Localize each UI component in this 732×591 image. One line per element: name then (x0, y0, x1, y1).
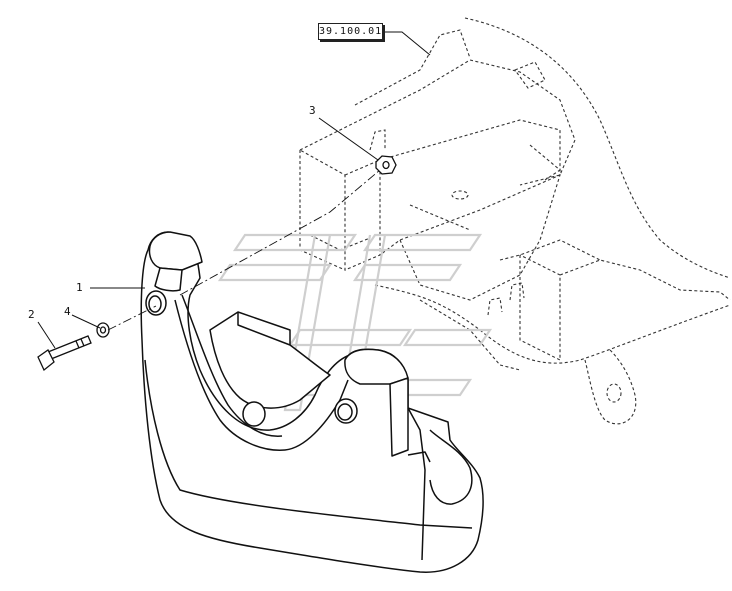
center-bolt-hole (242, 401, 266, 427)
leader-4 (71, 314, 101, 329)
frame-ear-1 (369, 129, 386, 151)
frame-right-block-side (559, 259, 731, 301)
bolt-part (37, 335, 92, 372)
frame-ear-2 (487, 297, 503, 316)
frame-upper-rail (299, 59, 576, 186)
frame-ear-3 (509, 282, 525, 301)
leader-3 (318, 117, 379, 161)
body-right-pad (429, 429, 473, 505)
bolt-thread-2 (80, 338, 85, 347)
frame-hanger-ear (584, 349, 637, 425)
saddle-inner-curve (174, 299, 349, 451)
frame-outer-edge (464, 17, 731, 279)
left-lug-front (154, 267, 183, 292)
reference-label-box: 39.100.01 (318, 23, 383, 40)
counterweight-body (140, 231, 484, 573)
saddle-inner-curve-2 (181, 294, 283, 437)
counterweight-casting (140, 231, 484, 573)
bolt-head (37, 349, 55, 372)
frame-left-block-inner (309, 234, 371, 251)
callout-4: 4 (64, 305, 71, 318)
body-front-face (407, 407, 426, 561)
callout-2: 2 (28, 308, 35, 321)
frame-diagonal-1 (529, 144, 561, 181)
washer-inner (99, 326, 107, 334)
left-bolt-hole-inner (148, 295, 162, 313)
nut-hole (382, 160, 390, 170)
callout-1: 1 (76, 281, 83, 294)
body-lower-band (144, 359, 473, 529)
frame-left-block-side (344, 159, 381, 271)
leader-2 (37, 321, 56, 349)
frame-diagonal-2 (409, 204, 471, 231)
saddle-plate (209, 311, 331, 409)
leader-lines (37, 31, 431, 349)
frame-right-block (519, 254, 561, 361)
frame-lower-edge (374, 284, 731, 364)
leader-reference (382, 31, 431, 56)
right-bolt-hole-inner (337, 403, 353, 421)
bolt-thread-1 (75, 340, 80, 349)
frame-assembly-dashed (299, 17, 731, 425)
callout-3: 3 (309, 104, 316, 117)
left-lug-top (148, 231, 203, 271)
frame-left-block (299, 149, 346, 271)
frame-hanger-hole (606, 383, 622, 403)
right-lug-top (344, 348, 409, 385)
saddle-plate-edge (237, 312, 291, 346)
frame-mid-web-lower (399, 174, 561, 301)
frame-lower-edge-2 (419, 299, 521, 371)
assembly-center-line (107, 169, 381, 331)
washer-part (96, 322, 110, 338)
frame-mid-hole (451, 190, 469, 200)
right-lug-side (389, 377, 409, 457)
body-step-1 (407, 451, 431, 463)
nut-part (375, 155, 397, 175)
frame-top-flange (354, 29, 471, 106)
frame-notch (514, 61, 546, 89)
frame-right-block-top (499, 239, 601, 261)
